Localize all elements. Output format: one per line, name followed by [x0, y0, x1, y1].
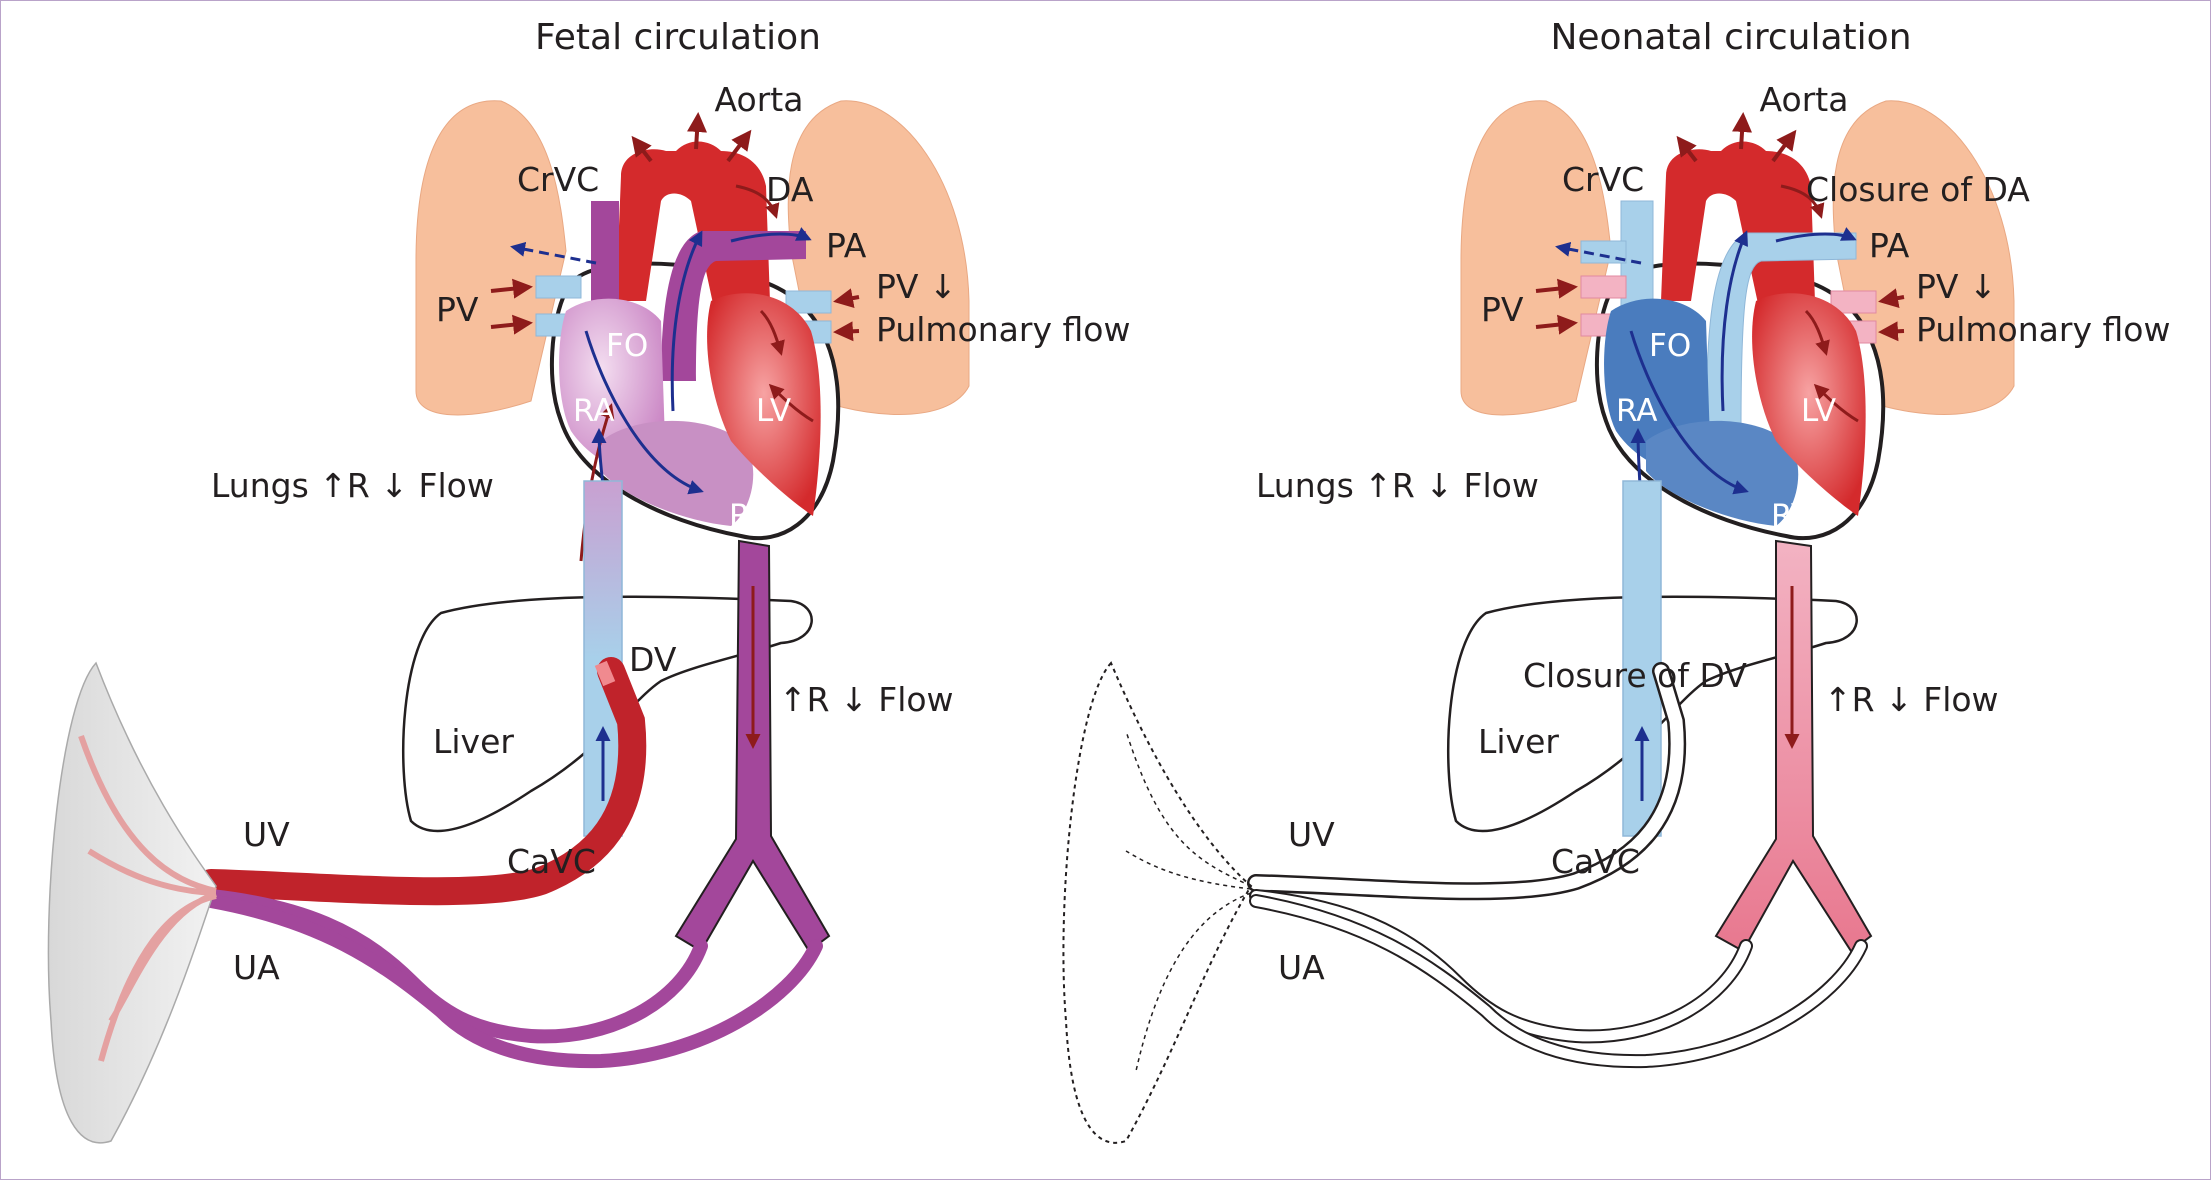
neonatal-label-uv: UV — [1288, 815, 1335, 854]
neonatal-pv-stub — [1830, 290, 1877, 314]
neonatal-flow-arrow — [1780, 184, 1825, 219]
neonatal-label-pv-left: PV — [1481, 290, 1524, 329]
fetal-label-lungs: Lungs ↑R ↓ Flow — [211, 466, 494, 505]
neonatal-aorta — [1661, 141, 1816, 341]
fetal-label-ua: UA — [233, 948, 280, 987]
aorta-branch-arrow — [687, 112, 708, 150]
fetal-flow-arrow — [584, 330, 704, 495]
neonatal-panel: Neonatal circulation — [1062, 17, 2170, 1144]
neonatal-flow-arrow — [1555, 241, 1642, 265]
neonatal-label-r-flow: ↑R ↓ Flow — [1824, 680, 1999, 719]
fetal-lv — [707, 293, 821, 516]
fetal-uv — [197, 657, 647, 906]
neonatal-rv — [1646, 420, 1799, 526]
fetal-placenta — [47, 661, 217, 1144]
neonatal-pv-arrow — [1878, 288, 1905, 308]
neonatal-label-liver: Liver — [1478, 722, 1559, 761]
fetal-label-fo: FO — [606, 328, 648, 364]
neonatal-flow-arrow — [1720, 230, 1748, 412]
neonatal-flow-arrow — [1804, 309, 1830, 356]
fetal-aorta — [616, 141, 771, 341]
fetal-label-dv: DV — [629, 640, 677, 679]
fetal-panel: Fetal circulation — [47, 17, 1130, 1144]
neonatal-label-lv: LV — [1801, 393, 1836, 429]
neonatal-pv-stub — [1580, 275, 1627, 299]
neonatal-pv-arrow — [1535, 314, 1578, 335]
fetal-dv — [594, 660, 616, 687]
fetal-ua — [204, 894, 823, 1069]
neonatal-label-aorta: Aorta — [1760, 80, 1849, 119]
fetal-pv-arrow — [490, 314, 533, 335]
fetal-flow-arrow — [670, 230, 703, 412]
fetal-label-pulmonary-flow: Pulmonary flow — [876, 310, 1130, 349]
fetal-flow-arrow — [759, 309, 785, 356]
neonatal-liver-outline — [1447, 595, 1858, 833]
fetal-label-pv-left: PV — [436, 290, 479, 329]
fetal-left-lung — [415, 100, 567, 416]
neonatal-flow-arrow — [1813, 383, 1859, 423]
fetal-pv-stub — [535, 275, 582, 299]
neonatal-flow-arrow — [1775, 227, 1857, 243]
fetal-label-pa: PA — [826, 226, 867, 265]
neonatal-label-dv: Closure of DV — [1523, 656, 1747, 695]
aorta-branch-arrow — [726, 129, 752, 163]
fetal-pv-arrow — [490, 278, 533, 299]
aorta-branch-arrow — [1732, 112, 1753, 150]
aorta-branch-arrow — [631, 135, 653, 163]
fetal-label-liver: Liver — [433, 722, 514, 761]
fetal-label-crvc: CrVC — [517, 160, 599, 199]
neonatal-label-ua: UA — [1278, 948, 1325, 987]
fetal-flow-arrow — [510, 241, 597, 265]
fetal-pa — [661, 231, 806, 381]
neonatal-closed-uv — [1249, 664, 1684, 898]
fetal-label-aorta: Aorta — [715, 80, 804, 119]
neonatal-lv — [1752, 293, 1866, 516]
fetal-pv-arrow — [833, 288, 860, 308]
neonatal-label-rv: RV — [1771, 498, 1812, 534]
neonatal-pv-arrow — [1535, 278, 1578, 299]
neonatal-label-pulmonary-flow: Pulmonary flow — [1916, 310, 2170, 349]
fetal-label-uv: UV — [243, 815, 290, 854]
fetal-label-da: DA — [766, 170, 814, 209]
aorta-branch-arrow — [1771, 129, 1797, 163]
fetal-flow-arrow — [768, 383, 814, 423]
fetal-label-ra: RA — [573, 393, 615, 429]
neonatal-pa — [1705, 232, 1857, 432]
fetal-label-cavc: CaVC — [507, 842, 596, 881]
fetal-label-rv: RV — [729, 498, 770, 534]
fetal-pv-stub — [785, 290, 832, 314]
neonatal-label-ra: RA — [1616, 393, 1658, 429]
fetal-label-r-flow: ↑R ↓ Flow — [779, 680, 954, 719]
neonatal-label-pa: PA — [1869, 226, 1910, 265]
neonatal-placenta — [1062, 661, 1253, 1144]
neonatal-label-crvc: CrVC — [1562, 160, 1644, 199]
neonatal-label-fo: FO — [1649, 328, 1691, 364]
fetal-title: Fetal circulation — [535, 17, 821, 58]
fetal-label-pv-right: PV ↓ — [876, 267, 957, 306]
fetal-flow-arrow — [579, 403, 615, 562]
fetal-placenta-vessels — [78, 735, 217, 1062]
fetal-label-lv: LV — [756, 393, 791, 429]
neonatal-label-cavc: CaVC — [1551, 842, 1640, 881]
neonatal-flow-arrow — [1629, 330, 1749, 495]
fetal-flow-arrow — [730, 227, 812, 243]
fetal-pv-arrow — [833, 321, 860, 342]
fetal-flow-arrow — [735, 184, 780, 219]
neonatal-label-pv-right: PV ↓ — [1916, 267, 1997, 306]
fetal-rv — [601, 420, 754, 526]
neonatal-pv-stub — [1580, 240, 1627, 264]
neonatal-title: Neonatal circulation — [1550, 17, 1911, 58]
neonatal-placenta-vessels — [1125, 730, 1252, 1072]
neonatal-left-lung — [1460, 100, 1612, 416]
neonatal-closed-ua — [1251, 896, 1866, 1067]
neonatal-label-da: Closure of DA — [1806, 170, 2030, 209]
fetal-liver-outline — [402, 595, 813, 833]
aorta-branch-arrow — [1676, 135, 1698, 163]
neonatal-label-lungs: Lungs ↑R ↓ Flow — [1256, 466, 1539, 505]
neonatal-pv-arrow — [1878, 321, 1905, 342]
